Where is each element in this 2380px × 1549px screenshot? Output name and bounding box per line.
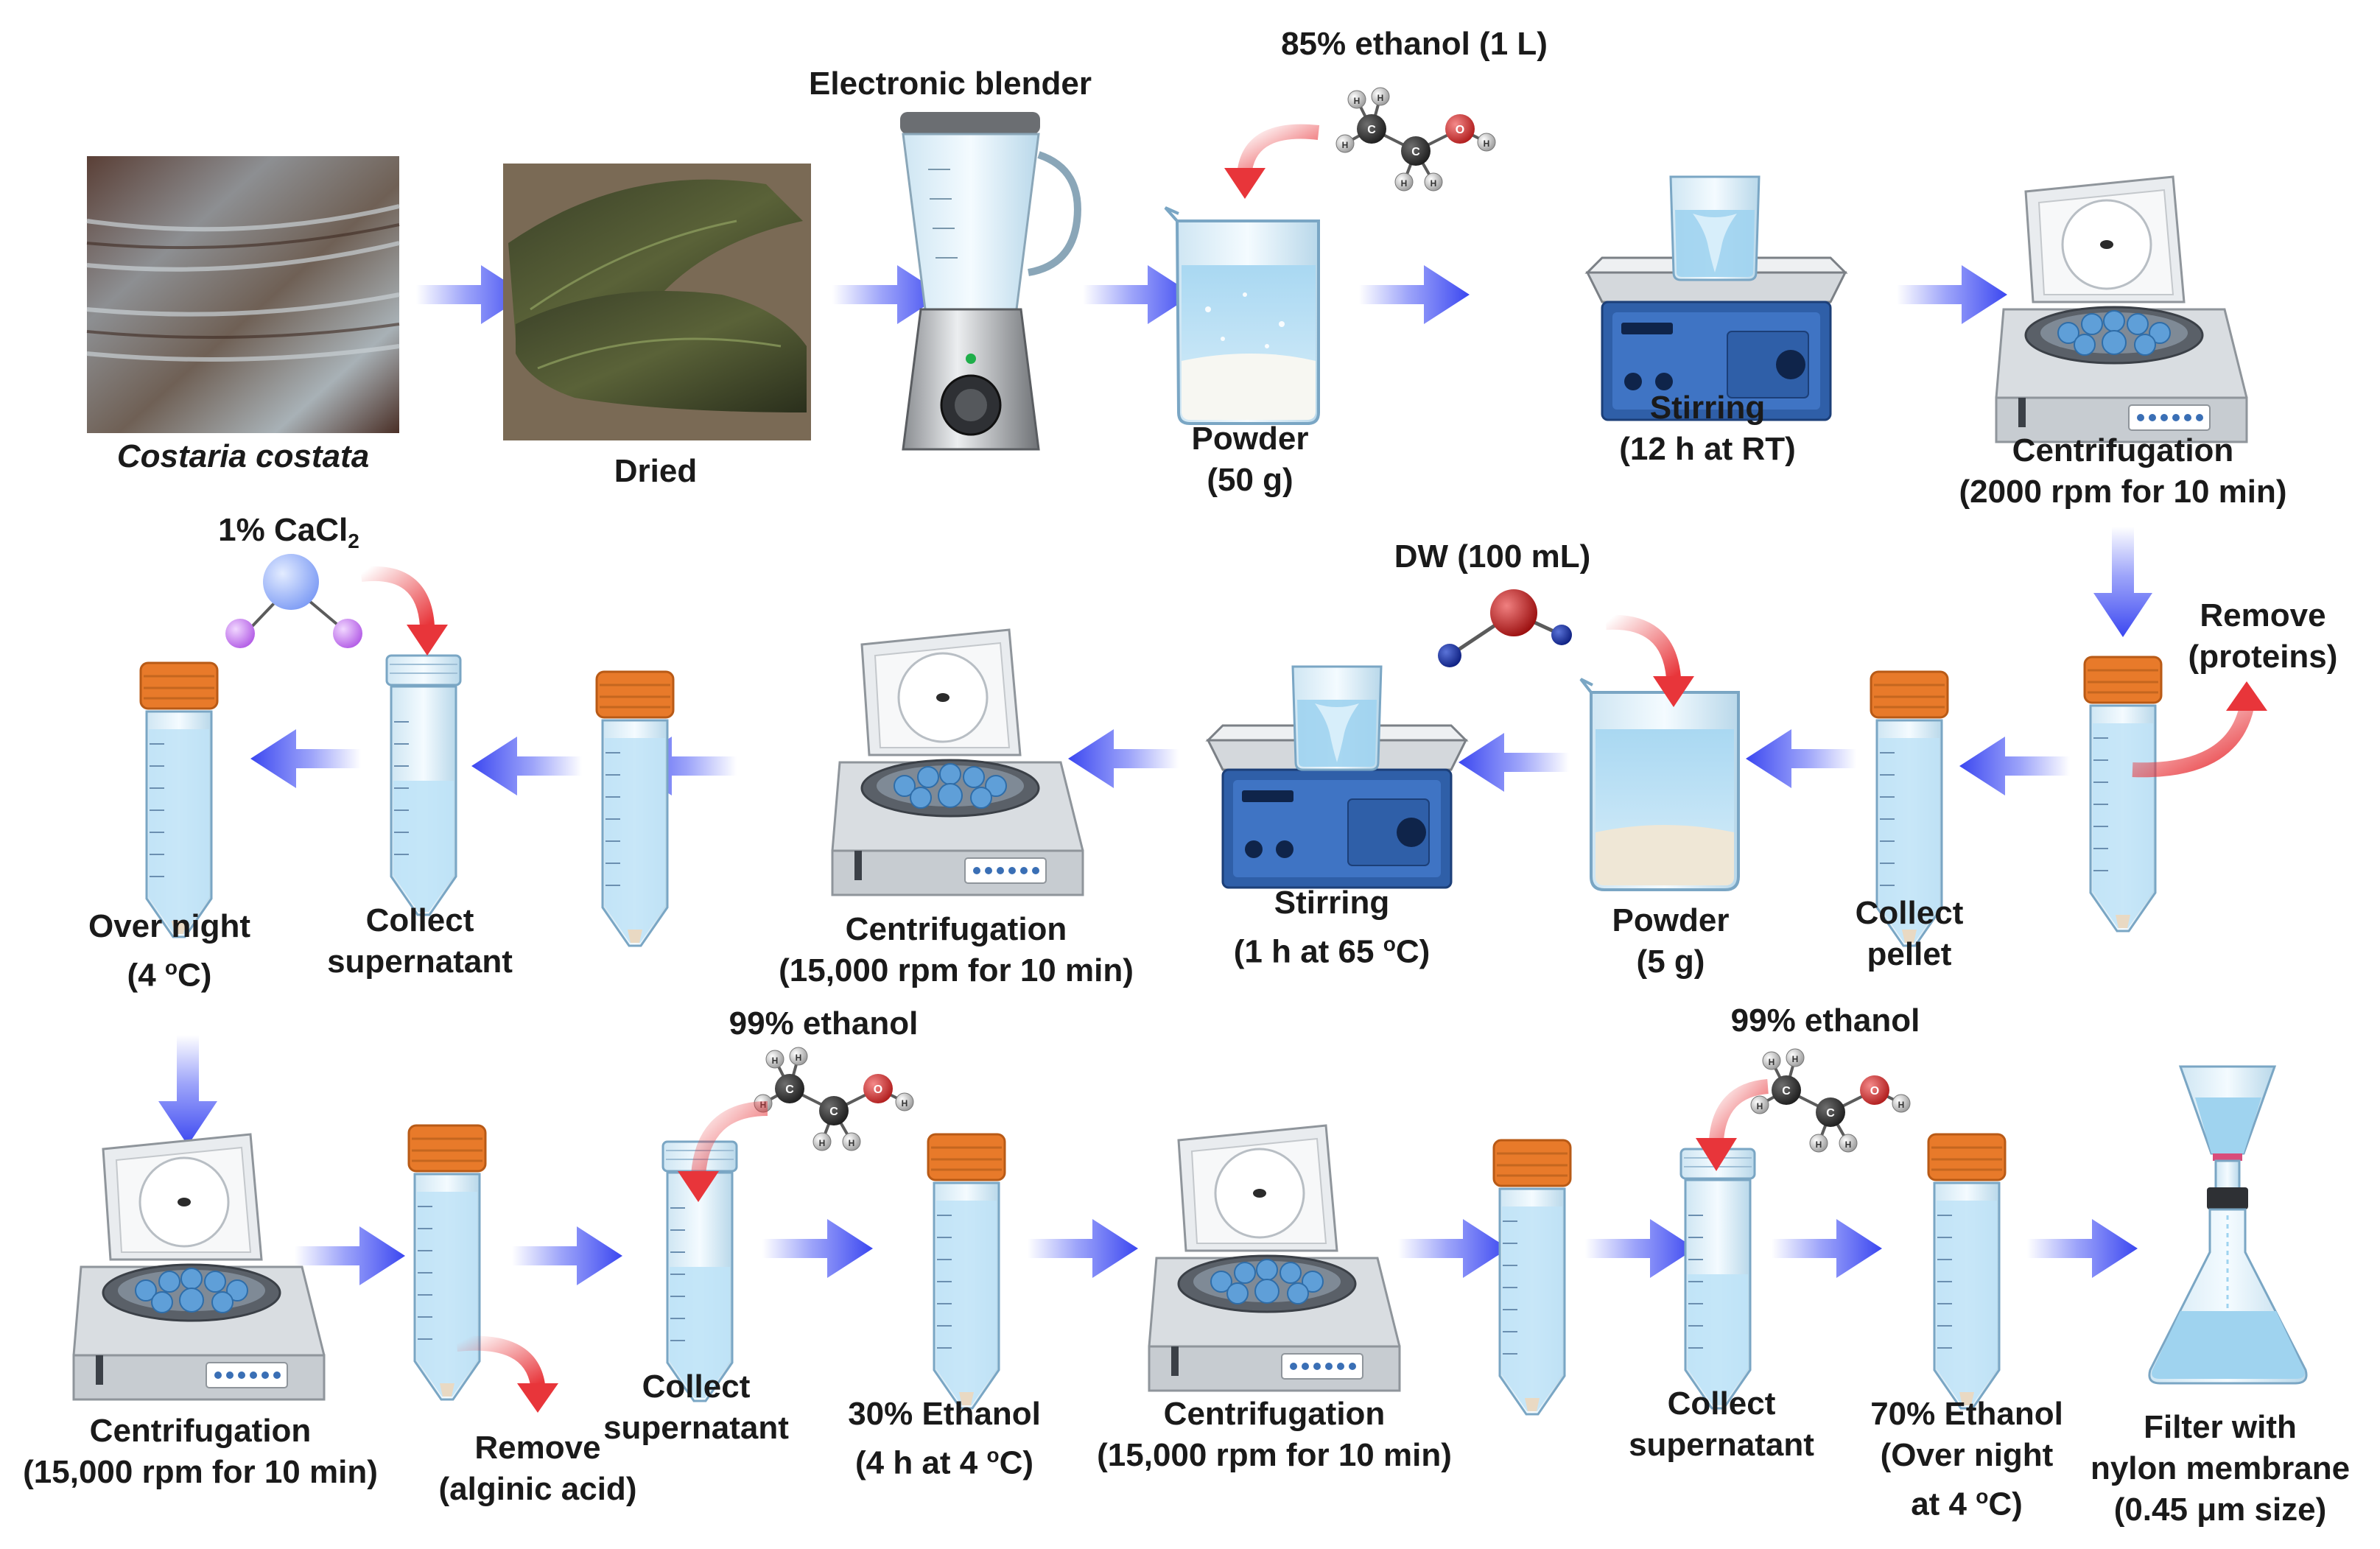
label-centrifugation-15000-a: Centrifugation(15,000 rpm for 10 min) [779, 911, 1134, 988]
reagent-arrow-5-head [1696, 1138, 1737, 1171]
label-stirring-1h: Stirring(1 h at 65 oC) [1233, 885, 1431, 970]
label-cacl2: 1% CaCl2 [218, 512, 359, 552]
label-ethanol-30: 30% Ethanol(4 h at 4 oC) [848, 1396, 1041, 1481]
label-ethanol-85: 85% ethanol (1 L) [1281, 26, 1548, 62]
label-remove-proteins: Remove(proteins) [2188, 597, 2338, 675]
reagent-arrow-3 [359, 566, 435, 627]
label-remove-alginic: Remove(alginic acid) [438, 1430, 637, 1507]
label-centrifugation-15000-b: Centrifugation(15,000 rpm for 10 min) [23, 1413, 378, 1490]
reagent-arrow [1238, 124, 1320, 172]
label-ethanol-99-a: 99% ethanol [729, 1005, 919, 1042]
blender-icon [900, 112, 1081, 451]
reagent-arrow-head [1224, 168, 1266, 199]
reagent-arrow-4-head [678, 1171, 719, 1202]
dried-seaweed-photo [503, 164, 811, 440]
label-blender: Electronic blender [809, 66, 1092, 102]
remove-arrow-2 [456, 1335, 545, 1386]
label-stirring-12h: Stirring(12 h at RT) [1619, 390, 1796, 467]
reagent-arrow-4 [691, 1101, 768, 1176]
label-ethanol-99-b: 99% ethanol [1730, 1002, 1920, 1039]
costaria-photo [86, 156, 400, 433]
label-powder-50: Powder(50 g) [1191, 421, 1309, 498]
label-dried: Dried [614, 453, 698, 489]
reagent-arrow-5 [1709, 1079, 1769, 1142]
reagent-arrow-3-head [407, 625, 448, 656]
label-costaria: Costaria costata [116, 438, 370, 474]
label-centrifugation-2000: Centrifugation(2000 rpm for 10 min) [1959, 432, 2287, 510]
reagent-arrow-2 [1605, 614, 1681, 679]
powder-beaker-icon [1164, 206, 1320, 425]
water-molecule-icon [1438, 589, 1572, 667]
label-centrifugation-15000-c: Centrifugation(15,000 rpm for 10 min) [1097, 1396, 1452, 1473]
remove-arrow [2132, 705, 2254, 778]
cacl2-molecule-icon [225, 554, 362, 648]
reagent-arrow-2-head [1653, 676, 1694, 707]
filter-flask-icon [2148, 1065, 2308, 1385]
label-dw: DW (100 mL) [1394, 538, 1591, 575]
remove-arrow-2-head [517, 1383, 558, 1413]
remove-arrow-head [2226, 681, 2267, 711]
label-overnight: Over night(4 oC) [88, 908, 251, 994]
powder-beaker-icon-2 [1579, 678, 1740, 891]
label-powder-5: Powder(5 g) [1612, 902, 1730, 980]
